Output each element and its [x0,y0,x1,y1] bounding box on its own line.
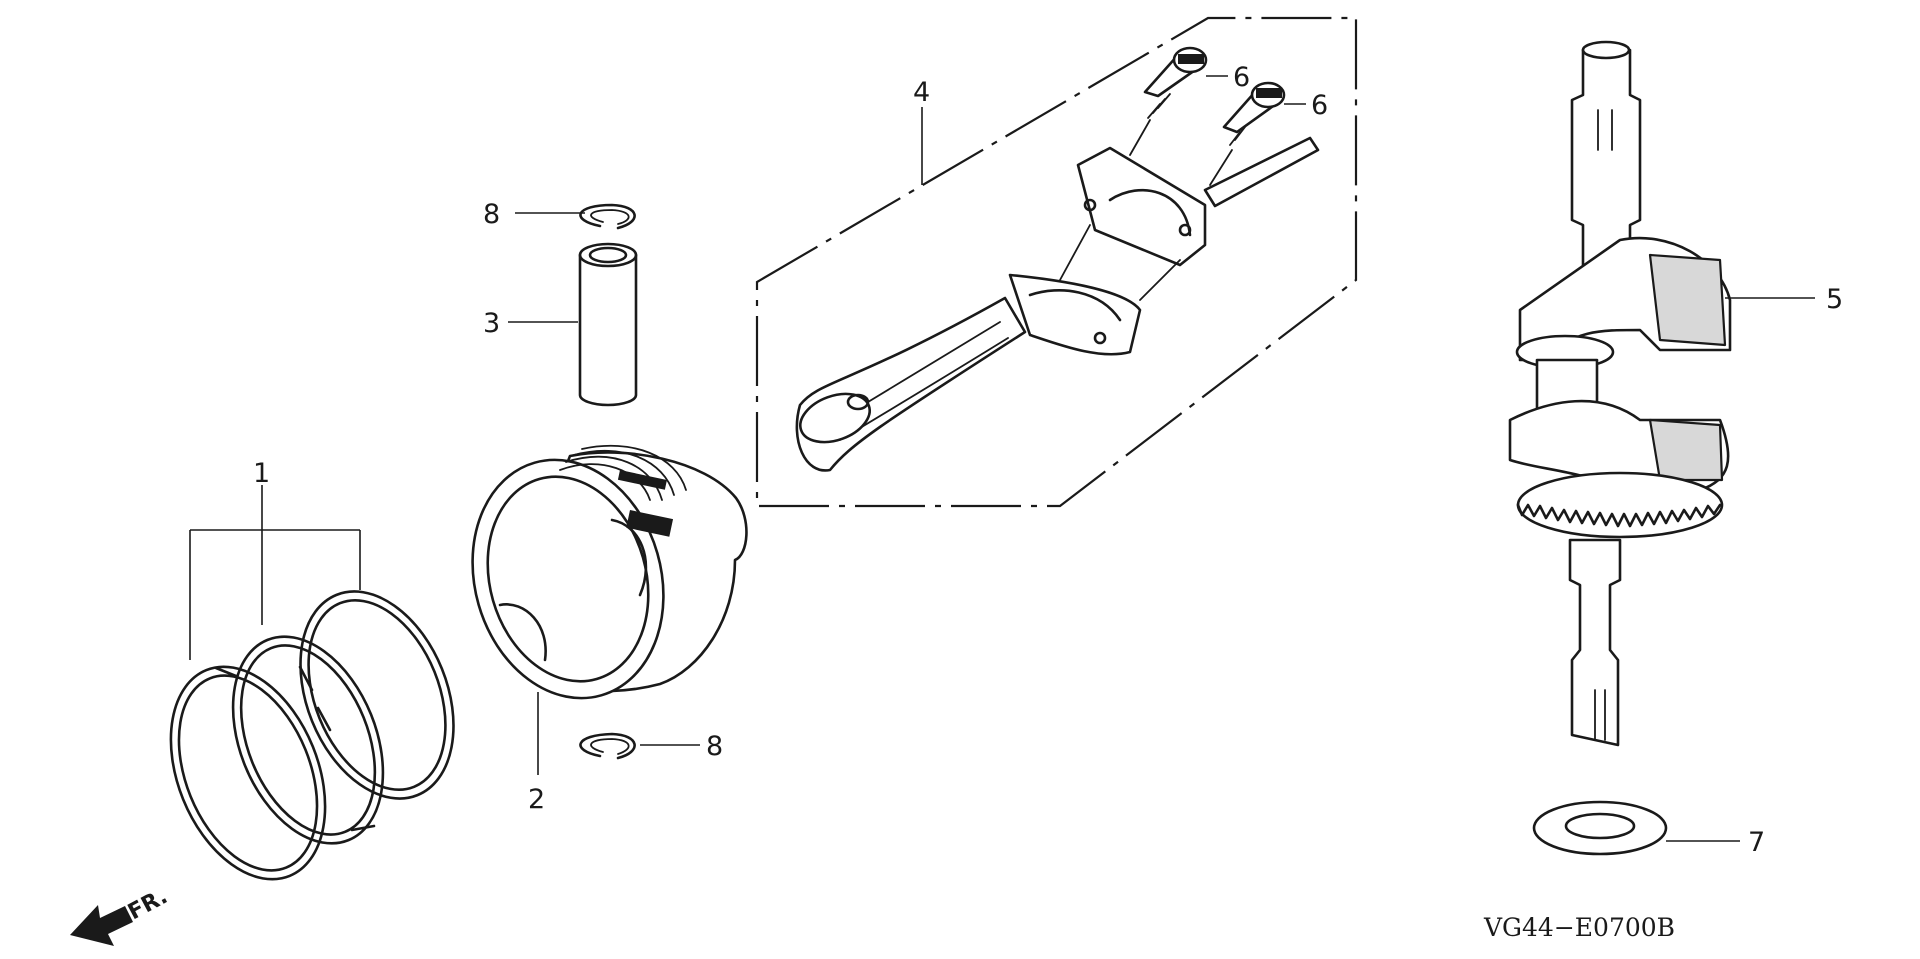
callout-2: 2 [528,784,545,815]
connecting-rod-assembly [755,16,1358,508]
callout-6a: 6 [1233,62,1250,93]
callout-7: 7 [1748,827,1765,858]
callout-6b: 6 [1311,90,1328,121]
leader-lines [189,75,1815,842]
callout-5: 5 [1826,284,1843,315]
crankshaft [1508,40,1732,747]
callout-1: 1 [253,458,270,489]
callout-8b: 8 [706,731,723,762]
thrust-washer [1532,800,1668,856]
pin-clips [579,203,636,760]
callout-3: 3 [483,308,500,339]
piston [471,444,748,700]
front-arrow-icon [70,905,133,946]
piston-rings [169,590,455,881]
piston-pin [578,242,638,407]
callout-labels: 1 2 3 4 5 6 6 7 8 8 [253,62,1843,858]
callout-8a: 8 [483,199,500,230]
diagram-code: VG44−E0700B [1483,913,1675,942]
callout-4: 4 [913,77,930,108]
front-direction-indicator: FR. [70,884,172,946]
